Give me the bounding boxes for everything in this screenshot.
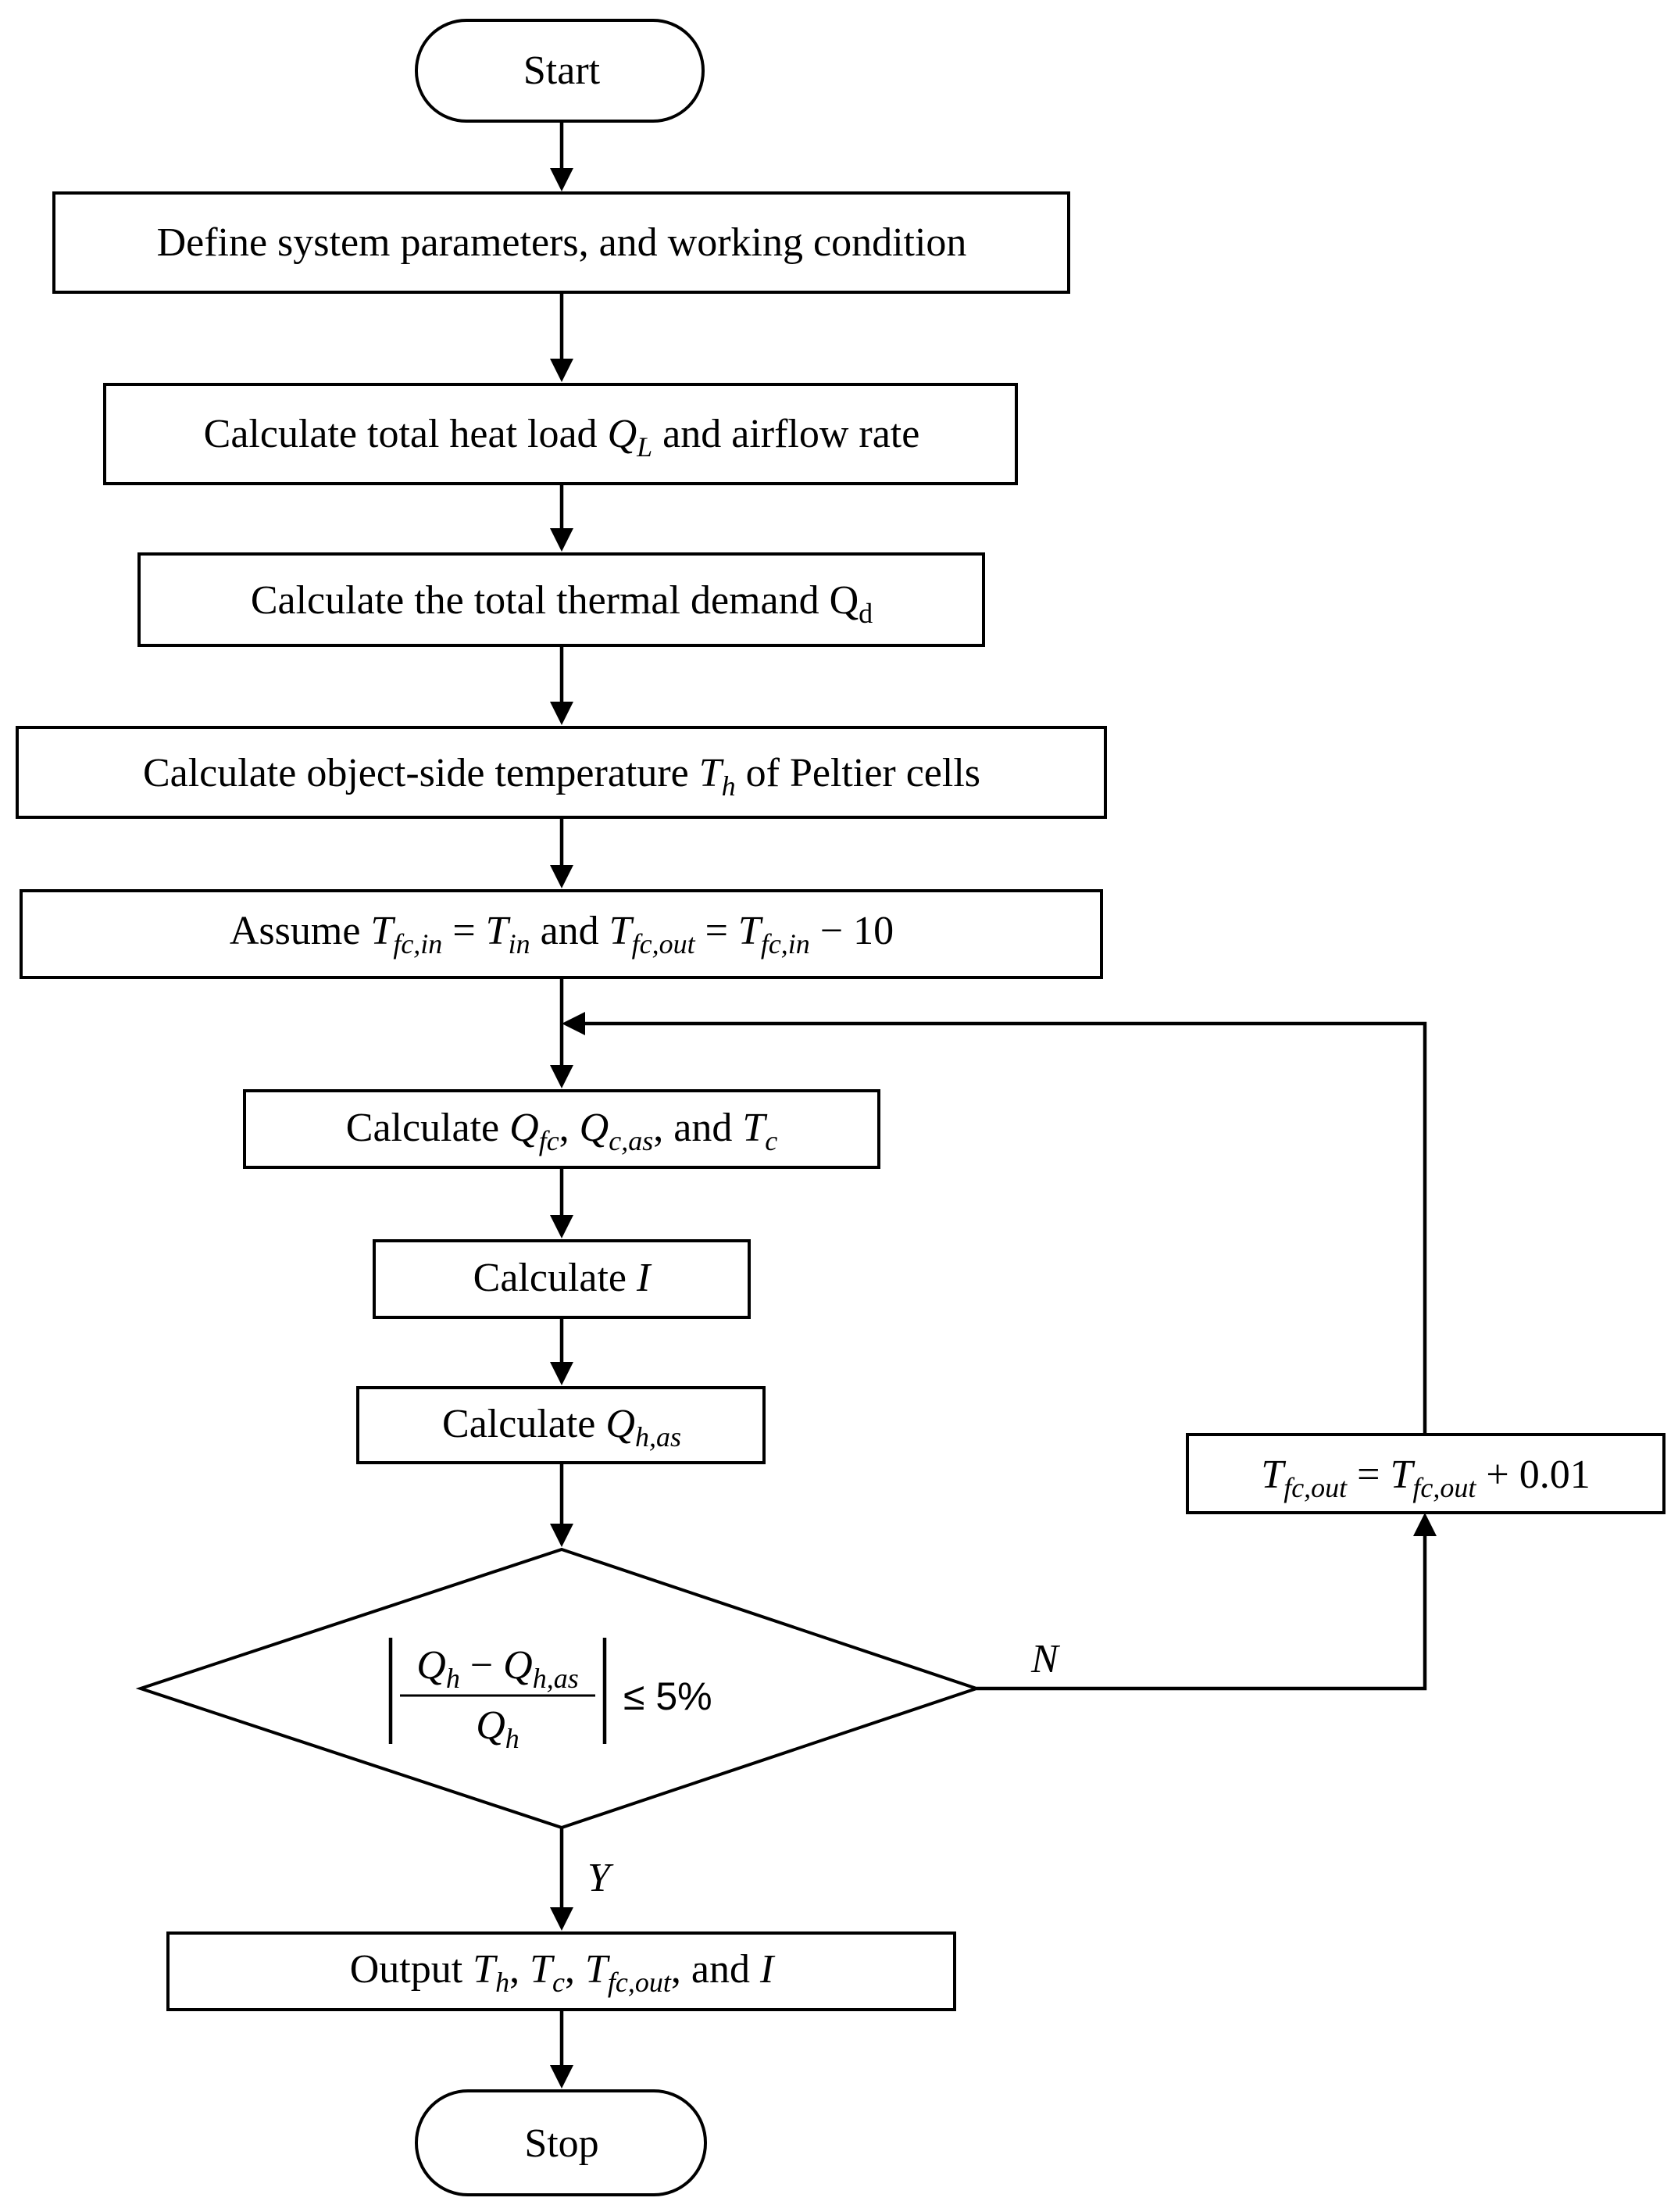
step-calc-qfc-label: Calculate Qfc, Qc,as, and Tc xyxy=(346,1106,777,1156)
arrowhead xyxy=(562,1012,585,1035)
step-calc-qfc: Calculate Qfc, Qc,as, and Tc xyxy=(243,1089,880,1169)
arrowhead xyxy=(550,1362,573,1385)
arrowhead xyxy=(550,359,573,382)
step-assume: Assume Tfc,in = Tin and Tfc,out = Tfc,in… xyxy=(20,889,1103,979)
arrowhead xyxy=(550,865,573,888)
arrowhead xyxy=(550,2065,573,2089)
start-terminal: Start xyxy=(415,19,705,123)
step-update-tfc-out-label: Tfc,out = Tfc,out + 0.01 xyxy=(1261,1453,1590,1503)
arrowhead xyxy=(550,702,573,725)
step-calc-qhas-label: Calculate Qh,as xyxy=(442,1402,681,1453)
step-update-tfc-out: Tfc,out = Tfc,out + 0.01 xyxy=(1186,1433,1666,1514)
yes-branch-label: Y xyxy=(587,1856,614,1900)
step-calc-current-label: Calculate I xyxy=(473,1256,652,1300)
fraction-denominator: Qh xyxy=(476,1703,519,1754)
fraction-numerator: Qh − Qh,as xyxy=(416,1643,578,1694)
arrowhead xyxy=(550,168,573,191)
connectors xyxy=(550,121,1437,2089)
step-object-side-temperature: Calculate object-side temperature Th of … xyxy=(16,726,1107,819)
step-calc-qhas: Calculate Qh,as xyxy=(356,1386,766,1464)
step-thermal-demand: Calculate the total thermal demand Qd xyxy=(137,552,985,647)
step-calc-current: Calculate I xyxy=(373,1239,751,1319)
no-branch-label: N xyxy=(1030,1637,1061,1681)
arrow-decision-no-branch xyxy=(976,1531,1427,1691)
stop-label: Stop xyxy=(524,2121,598,2166)
arrowhead xyxy=(550,1065,573,1088)
step-heat-load: Calculate total heat load QL and airflow… xyxy=(103,383,1018,485)
step-output: Output Th, Tc, Tfc,out, and I xyxy=(166,1931,956,2011)
step-object-side-temperature-label: Calculate object-side temperature Th of … xyxy=(143,751,980,802)
arrowhead xyxy=(1413,1513,1437,1536)
step-define-parameters-label: Define system parameters, and working co… xyxy=(157,220,967,265)
step-assume-label: Assume Tfc,in = Tin and Tfc,out = Tfc,in… xyxy=(230,909,894,959)
arrowhead xyxy=(550,528,573,552)
decision-convergence: Qh − Qh,as Qh ≤ 5% xyxy=(135,1547,982,1830)
decision-relation: ≤ 5% xyxy=(623,1674,712,1718)
step-heat-load-label: Calculate total heat load QL and airflow… xyxy=(204,412,920,463)
start-label: Start xyxy=(523,48,601,93)
step-define-parameters: Define system parameters, and working co… xyxy=(52,191,1070,294)
arrowhead xyxy=(550,1215,573,1238)
arrow-loop-back xyxy=(580,1021,1427,1433)
arrowhead xyxy=(550,1524,573,1547)
stop-terminal: Stop xyxy=(415,2089,707,2196)
step-output-label: Output Th, Tc, Tfc,out, and I xyxy=(350,1947,776,1998)
arrowhead xyxy=(550,1907,573,1931)
step-thermal-demand-label: Calculate the total thermal demand Qd xyxy=(251,578,873,629)
